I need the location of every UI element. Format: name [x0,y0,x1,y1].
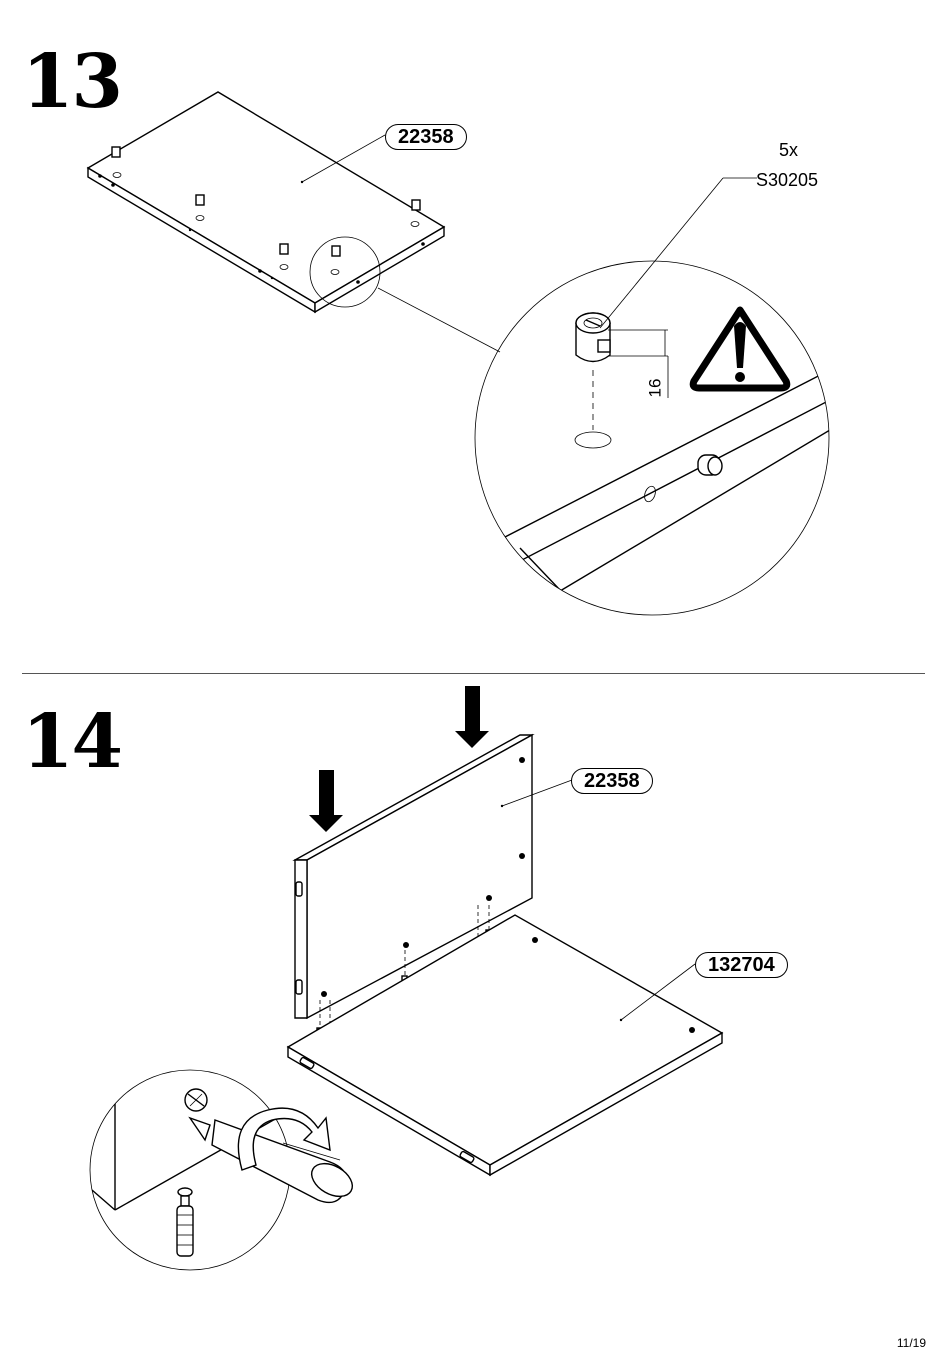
dimension-label: 16 [645,379,665,398]
zoom-detail-screw [90,1070,358,1270]
part-label-22358-step14: 22358 [571,768,653,794]
hardware-quantity: 5x [779,140,798,161]
part-label-22358-step13: 22358 [385,124,467,150]
screwdriver-icon [190,1118,358,1203]
warning-triangle-icon [693,310,787,388]
part-label-132704: 132704 [695,952,788,978]
step-14-number: 14 [22,705,121,779]
step-divider [22,673,925,674]
page-number: 11/19 [897,1336,926,1350]
hardware-code: S30205 [756,170,818,191]
